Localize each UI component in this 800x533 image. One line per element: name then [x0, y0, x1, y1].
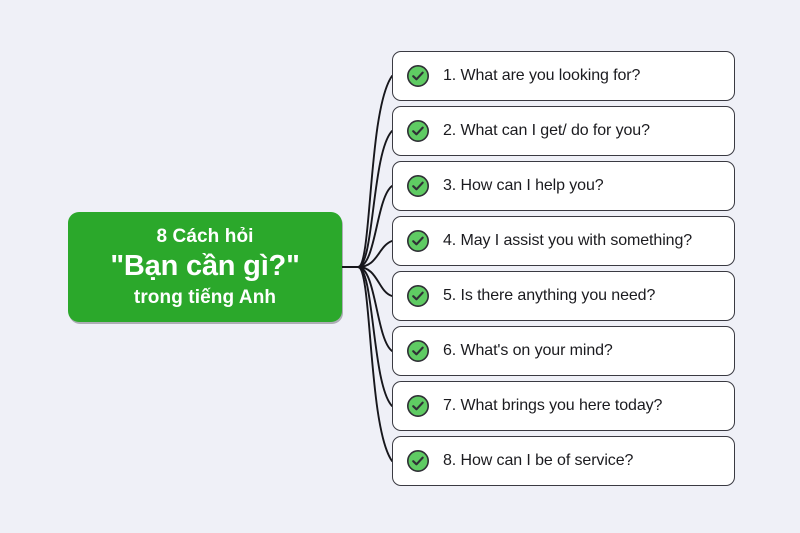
list-item[interactable]: 6. What's on your mind?	[392, 326, 735, 376]
root-node-line-2: "Bạn cần gì?"	[110, 250, 300, 283]
check-circle-icon	[407, 340, 429, 362]
list-item[interactable]: 2. What can I get/ do for you?	[392, 106, 735, 156]
list-item[interactable]: 8. How can I be of service?	[392, 436, 735, 486]
connector-line-1	[357, 75, 393, 268]
list-item-label: 5. Is there anything you need?	[443, 287, 656, 304]
check-circle-icon	[407, 450, 429, 472]
list-item-label: 3. How can I help you?	[443, 177, 604, 194]
list-item-label: 1. What are you looking for?	[443, 67, 641, 84]
connector-line-3	[357, 185, 393, 268]
root-node-line-3: trong tiếng Anh	[133, 286, 277, 308]
connector-line-5	[357, 266, 393, 297]
list-item-label: 2. What can I get/ do for you?	[443, 122, 650, 139]
list-item-label: 7. What brings you here today?	[443, 397, 663, 414]
connector-line-4	[357, 240, 393, 268]
check-circle-icon	[407, 120, 429, 142]
check-circle-icon	[407, 230, 429, 252]
connector-line-7	[357, 266, 393, 407]
check-circle-icon	[407, 395, 429, 417]
check-circle-icon	[407, 65, 429, 87]
connector-line-8	[357, 266, 393, 462]
list-item[interactable]: 4. May I assist you with something?	[392, 216, 735, 266]
root-node[interactable]: 8 Cách hỏi "Bạn cần gì?" trong tiếng Anh	[68, 212, 342, 322]
list-item[interactable]: 5. Is there anything you need?	[392, 271, 735, 321]
list-item[interactable]: 3. How can I help you?	[392, 161, 735, 211]
list-item-label: 6. What's on your mind?	[443, 342, 613, 359]
list-item[interactable]: 7. What brings you here today?	[392, 381, 735, 431]
connector-line-6	[357, 266, 393, 352]
root-node-line-1: 8 Cách hỏi	[156, 225, 254, 247]
list-item-label: 8. How can I be of service?	[443, 452, 634, 469]
check-circle-icon	[407, 285, 429, 307]
connector-line-2	[357, 130, 393, 268]
list-item[interactable]: 1. What are you looking for?	[392, 51, 735, 101]
list-item-label: 4. May I assist you with something?	[443, 232, 693, 249]
check-circle-icon	[407, 175, 429, 197]
